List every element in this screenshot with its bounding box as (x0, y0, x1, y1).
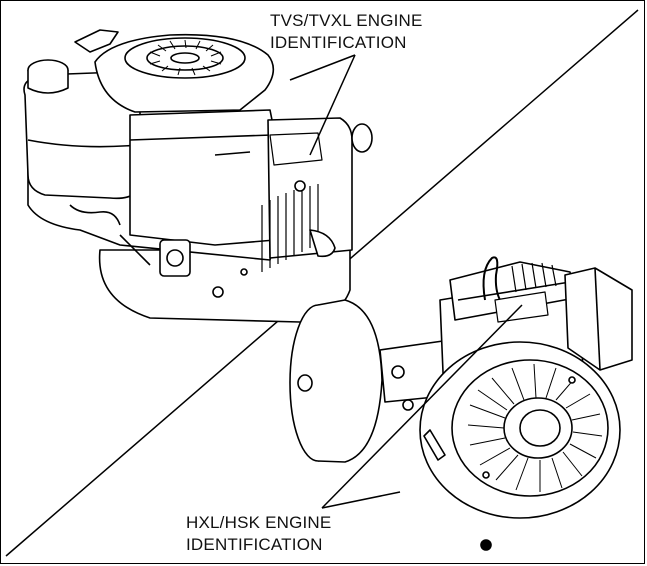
tvs-engine-identification-label: TVS/TVXL ENGINE IDENTIFICATION (270, 10, 423, 54)
hxl-leader-lines (321, 304, 523, 509)
tvs-label-line2: IDENTIFICATION (270, 33, 407, 52)
hxl-horizontal-engine-illustration (289, 256, 633, 551)
hxl-label-line2: IDENTIFICATION (186, 535, 323, 554)
tvs-leader-lines (289, 54, 356, 156)
hxl-label-line1: HXL/HSK ENGINE (186, 513, 332, 532)
tvs-vertical-engine-illustration (23, 29, 373, 323)
tvs-label-line1: TVS/TVXL ENGINE (270, 11, 423, 30)
hxl-engine-identification-label: HXL/HSK ENGINE IDENTIFICATION (186, 512, 331, 556)
